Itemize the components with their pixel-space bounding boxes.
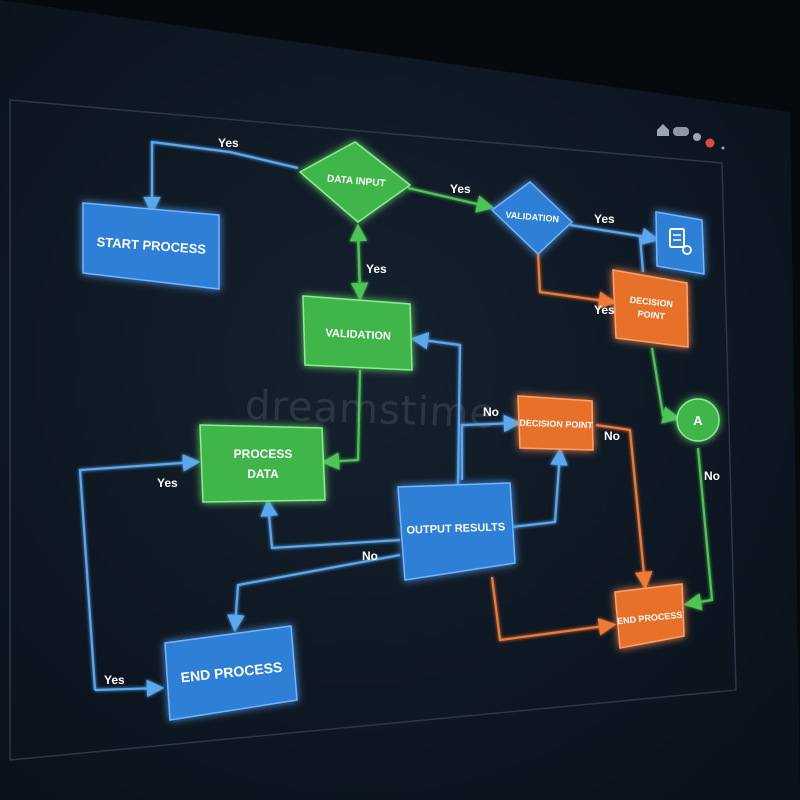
process-data-label-1: PROCESS (234, 447, 293, 461)
node-validation-mid[interactable] (302, 295, 413, 371)
validation-top-label: VALIDATION (505, 210, 559, 225)
minimize-icon[interactable] (693, 133, 701, 141)
node-output-results[interactable] (397, 482, 516, 581)
edge-loop-process (78, 454, 201, 691)
edge-label-yes-decision: Yes (594, 303, 615, 317)
edge-label-no-circle: No (704, 469, 720, 483)
edge-label-yes-input: Yes (450, 182, 471, 196)
node-data-input[interactable] (298, 141, 412, 223)
node-end-process-left[interactable] (164, 625, 298, 721)
edge-validation-process (321, 369, 362, 470)
document-gear-icon (669, 228, 692, 255)
edge-label-no-decision: No (483, 405, 499, 419)
edge-output-decision (460, 414, 522, 480)
screen-frame (9, 99, 737, 761)
edge-label-no-output: No (362, 549, 378, 563)
edge-datainput-start (143, 140, 299, 215)
edge-output-validation (410, 332, 462, 487)
edge-label-yes-process: Yes (157, 476, 178, 490)
edge-output-decision-right (511, 447, 568, 529)
edge-label-yes-mid: Yes (366, 262, 387, 276)
node-decision-point-mid[interactable] (517, 395, 594, 451)
edge-loop-end (94, 679, 165, 698)
decision-right-label-2: POINT (637, 309, 666, 322)
edge-circle-end-right (683, 447, 714, 611)
node-decision-point-right[interactable] (612, 269, 689, 348)
output-results-label: OUTPUT RESULTS (406, 521, 505, 536)
toggle-icon[interactable] (673, 127, 689, 136)
circle-node-label: A (693, 413, 703, 428)
edge-output-process (260, 498, 401, 550)
edge-label-no-decision-right: No (604, 429, 620, 443)
edge-output-end-right (490, 576, 617, 642)
edge-label-yes-end: Yes (104, 673, 125, 687)
edge-decision-circle (650, 347, 681, 424)
edge-datainput-validation (407, 186, 495, 213)
edge-validation-mid-up (350, 231, 369, 301)
decision-mid-label: DECISION POINT (519, 418, 593, 431)
node-process-data[interactable] (199, 424, 326, 503)
close-icon[interactable] (705, 138, 715, 148)
node-circle[interactable] (676, 398, 720, 442)
node-validation-top[interactable] (490, 181, 574, 256)
node-end-process-right[interactable] (614, 583, 685, 649)
node-document[interactable] (655, 211, 705, 275)
edge-decision-end-right (595, 423, 653, 590)
validation-mid-label: VALIDATION (325, 327, 391, 342)
decision-right-label-1: DECISION (629, 295, 673, 309)
process-data-label-2: DATA (247, 467, 279, 481)
edge-label-yes-validation: Yes (594, 212, 615, 226)
edge-validation-doc-2 (638, 235, 645, 273)
window-controls (657, 124, 725, 150)
edge-label-yes-start: Yes (218, 136, 239, 150)
menu-dots-icon[interactable] (721, 146, 725, 150)
edge-validation-decision (536, 251, 617, 309)
data-input-label: DATA INPUT (326, 173, 385, 189)
node-start-process[interactable] (82, 202, 220, 290)
edge-output-end (227, 553, 401, 633)
home-icon[interactable] (657, 124, 669, 136)
